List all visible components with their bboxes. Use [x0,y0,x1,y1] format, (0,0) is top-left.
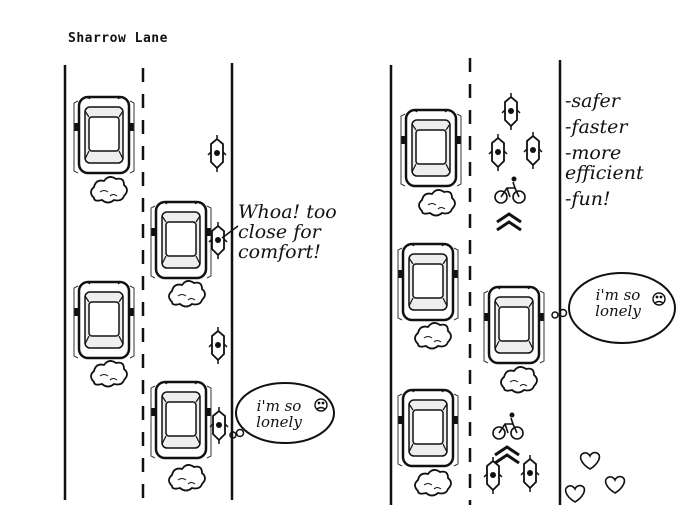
left-road [63,63,234,500]
exhaust-cloud-icon [168,464,206,492]
heart-icon [579,451,601,470]
car-icon [149,200,213,280]
page-title: Sharrow Lane [68,31,168,46]
car-icon [72,95,136,175]
cyclist-icon [523,131,543,170]
car-icon [149,380,213,460]
cyclist-icon [209,406,229,445]
exhaust-cloud-icon [414,322,452,350]
cyclist-icon [520,454,540,493]
thought-dots [551,308,568,319]
chevron-icon [495,212,523,232]
benefits-list: -safer -faster -more efficient -fun! [565,90,675,216]
speech-bubble [568,272,676,344]
cyclist-icon [207,134,227,173]
exhaust-cloud-icon [168,280,206,308]
left-bubble-text: i'm so lonely [256,397,302,431]
exhaust-cloud-icon [414,469,452,497]
cyclist-icon [208,221,228,260]
bike-lane-symbol-icon [492,411,524,440]
car-icon [396,242,460,322]
benefit-item: -safer [565,90,620,112]
car-icon [396,388,460,468]
car-icon [399,108,463,188]
benefit-item: -more efficient [565,141,644,184]
exhaust-cloud-icon [90,360,128,388]
sad-face-icon [652,292,666,306]
cyclist-icon [483,456,503,495]
exhaust-cloud-icon [500,366,538,394]
thought-dots [229,428,245,439]
heart-icon [564,484,586,503]
bike-lane-symbol-icon [494,175,526,204]
exhaust-cloud-icon [90,176,128,204]
cyclist-icon [208,326,228,365]
sad-face-icon [314,398,328,412]
cyclist-icon [501,92,521,131]
right-bubble-text: i'm so lonely [595,286,641,320]
right-road [389,58,562,505]
exhaust-cloud-icon [418,189,456,217]
pointer-line [221,225,239,239]
speech-bubble [235,382,335,444]
benefit-item: -fun! [565,187,611,210]
benefit-item: -faster [565,115,628,138]
cyclist-icon [488,133,508,172]
chevron-icon [493,445,521,465]
car-icon [72,280,136,360]
car-icon [482,285,546,365]
heart-icon [604,475,626,494]
comfort-note: Whoa! too close for comfort! [238,201,337,263]
